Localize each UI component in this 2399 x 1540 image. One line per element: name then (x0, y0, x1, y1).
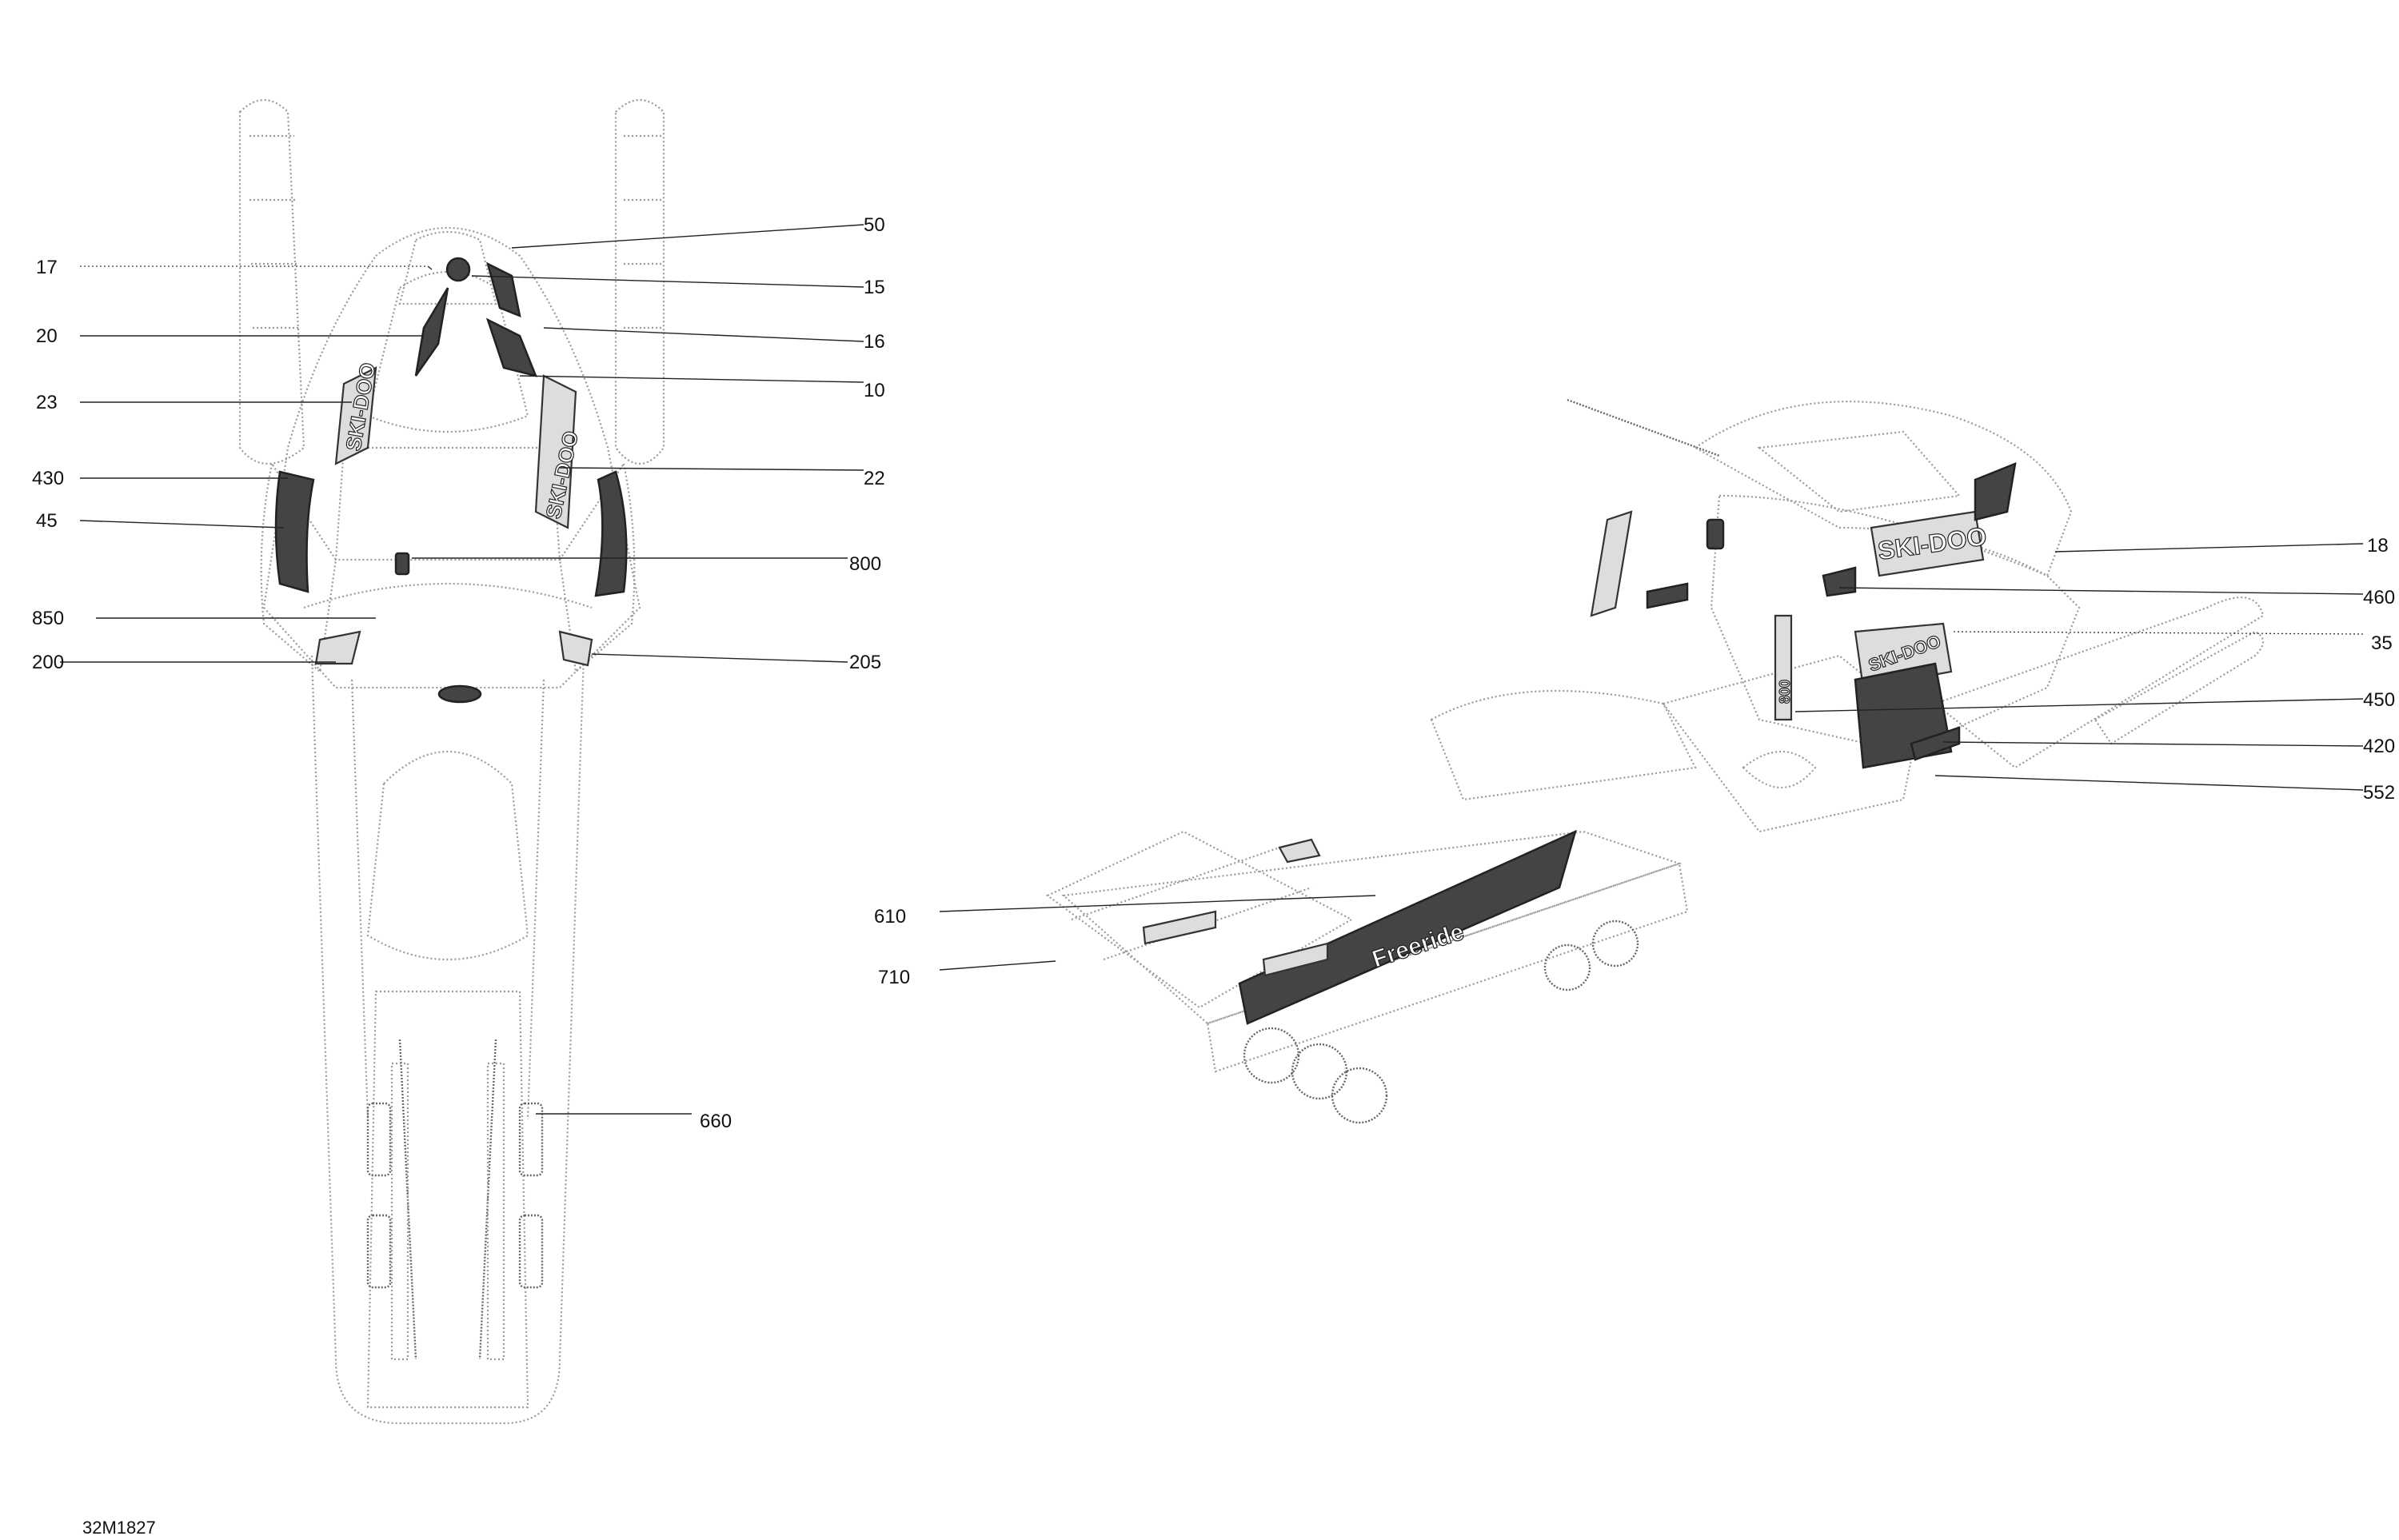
callout-850: 850 (32, 608, 64, 629)
callout-200: 200 (32, 652, 64, 673)
callout-450: 450 (2363, 689, 2395, 711)
callout-800: 800 (849, 553, 881, 575)
callout-20: 20 (36, 325, 58, 347)
callout-18: 18 (2367, 535, 2389, 557)
callout-16: 16 (864, 331, 885, 353)
callout-23: 23 (36, 392, 58, 413)
side-view-snowmobile: SKI-DOO 800 SKI-DOO Freeride (1045, 398, 2265, 1124)
callout-labels: 17 20 23 430 45 850 200 50 15 16 10 22 8… (32, 214, 2395, 1132)
callout-420: 420 (2363, 736, 2395, 757)
callout-17: 17 (36, 257, 58, 278)
callout-10: 10 (864, 380, 885, 401)
top-view-snowmobile: SKI-DOO SKI-DOO (238, 99, 665, 1425)
number-decal: 800 (1777, 680, 1793, 704)
callout-610: 610 (874, 906, 906, 928)
callout-45: 45 (36, 510, 58, 532)
callout-35: 35 (2371, 632, 2393, 654)
drawing-id: 32M1827 (82, 1518, 156, 1538)
callout-430: 430 (32, 468, 64, 489)
callout-50: 50 (864, 214, 885, 236)
callout-552: 552 (2363, 782, 2395, 804)
callout-22: 22 (864, 468, 885, 489)
callout-660: 660 (700, 1111, 732, 1132)
callout-460: 460 (2363, 587, 2395, 608)
callout-710: 710 (878, 967, 910, 988)
callout-15: 15 (864, 277, 885, 298)
callout-205: 205 (849, 652, 881, 673)
leader-lines (60, 224, 2364, 1115)
